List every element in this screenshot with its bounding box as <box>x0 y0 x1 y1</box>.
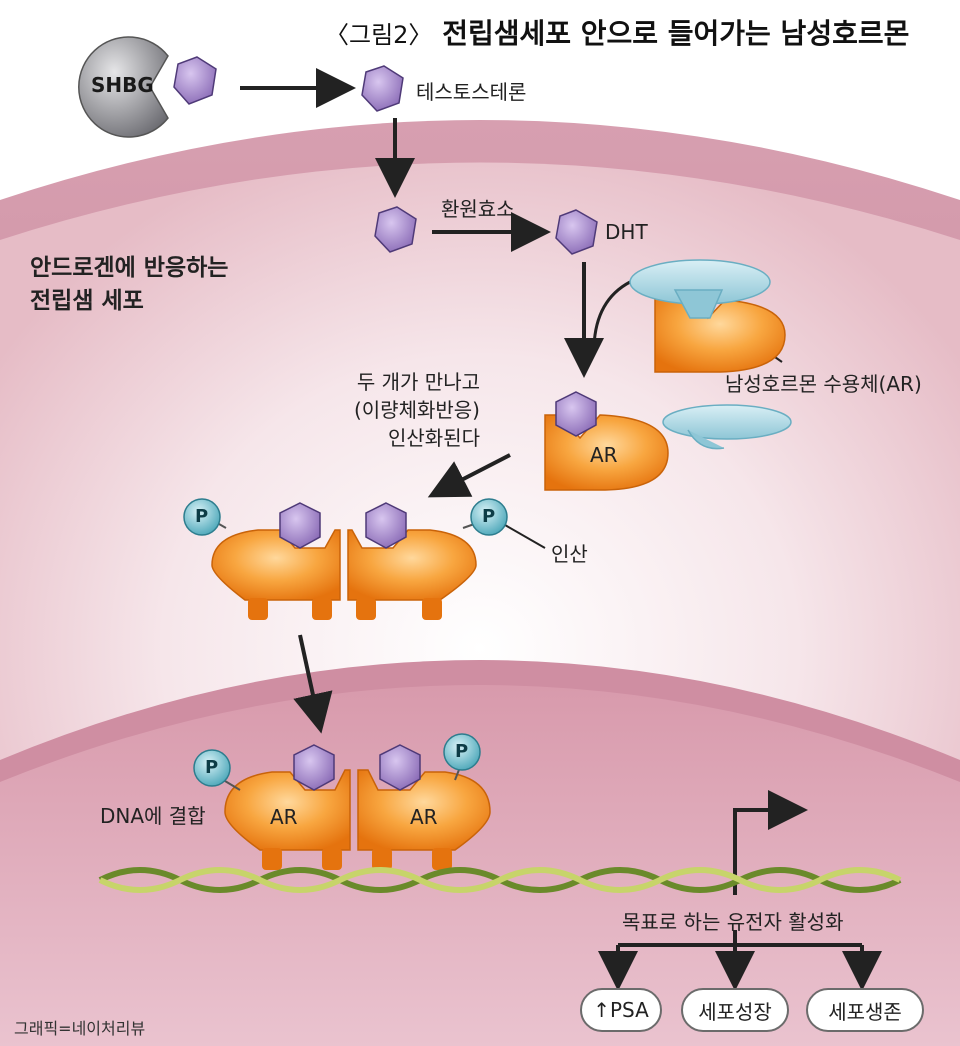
dna-binding-label: DNA에 결합 <box>100 804 206 828</box>
shbg-label: SHBG <box>91 73 154 97</box>
testosterone-hexagon <box>173 56 217 105</box>
ar-label: AR <box>270 805 298 829</box>
receptor-left <box>224 769 351 851</box>
dht-hexagon <box>555 391 597 437</box>
shbg-protein <box>78 36 169 138</box>
receptor-foot <box>372 848 392 870</box>
figure-title: 〈그림2〉 전립샘세포 안으로 들어가는 남성호르몬 <box>325 12 909 52</box>
receptor-foot <box>422 598 442 620</box>
arrow-to-nucleus <box>293 634 333 734</box>
phosphate-p: P <box>482 506 496 527</box>
dimerize-line3: 인산화된다 <box>388 426 480 450</box>
receptor-foot <box>248 598 268 620</box>
dimer-nucleus <box>219 761 491 870</box>
arrow-cap-release <box>592 280 631 347</box>
dht-hexagon <box>365 502 407 549</box>
phosphates <box>183 498 508 787</box>
outcome-psa: ↑PSA <box>580 988 662 1032</box>
receptor-label: 남성호르몬 수용체(AR) <box>725 372 922 396</box>
title-text: 전립샘세포 안으로 들어가는 남성호르몬 <box>442 17 910 50</box>
phosphate-p: P <box>455 741 469 762</box>
receptor-foot <box>312 598 332 620</box>
dht-hexagon <box>279 502 321 549</box>
phosphate-p: P <box>195 506 209 527</box>
arrow-dimerize <box>427 453 511 498</box>
cell-label-line2: 전립샘 세포 <box>30 288 144 314</box>
receptor-foot <box>432 848 452 870</box>
phosphate-circle <box>193 749 231 787</box>
receptor-foot <box>322 848 342 870</box>
testosterone-hexagon <box>361 65 404 112</box>
dht-label: DHT <box>605 220 648 244</box>
released-cap <box>662 404 792 440</box>
receptor-left <box>211 529 341 601</box>
phosphate-circle <box>183 498 221 536</box>
credit: 그래픽=네이처리뷰 <box>14 1019 146 1038</box>
receptor-foot <box>262 848 282 870</box>
enzyme-label: 환원효소 <box>441 197 515 221</box>
receptor-right <box>357 769 491 851</box>
ar-label: AR <box>410 805 438 829</box>
phosphorylation-label: 인산 <box>551 542 588 566</box>
arrow-transcription <box>733 790 808 895</box>
receptor-foot <box>356 598 376 620</box>
phosphate-circle <box>470 498 508 536</box>
phosphate-circle <box>443 733 481 771</box>
outcome-cell-survival: 세포생존 <box>806 988 924 1032</box>
hormones <box>173 56 598 791</box>
dimerize-line2: (이량체화반응) <box>353 398 480 422</box>
phosphate-p: P <box>205 757 219 778</box>
dna-helix <box>98 867 902 893</box>
dht-hexagon <box>379 744 421 791</box>
dht-hexagon <box>555 209 598 255</box>
dht-hexagon <box>293 744 335 791</box>
phosphate-leader <box>504 524 546 549</box>
receptor-cap-plug <box>673 289 724 319</box>
dimer-cytoplasm <box>211 519 481 620</box>
cell-label-line1: 안드로겐에 반응하는 <box>30 255 229 281</box>
testosterone-hexagon <box>374 206 417 253</box>
figure-tag: 〈그림2〉 <box>325 21 433 49</box>
released-cap-tail <box>687 429 725 450</box>
dimerize-line1: 두 개가 만나고 <box>356 370 480 394</box>
gene-activation-label: 목표로 하는 유전자 활성화 <box>622 910 844 934</box>
outcome-cell-growth: 세포성장 <box>681 988 789 1032</box>
receptor-right <box>347 529 477 601</box>
testosterone-label: 테스토스테론 <box>416 80 527 104</box>
ar-label: AR <box>590 443 618 467</box>
